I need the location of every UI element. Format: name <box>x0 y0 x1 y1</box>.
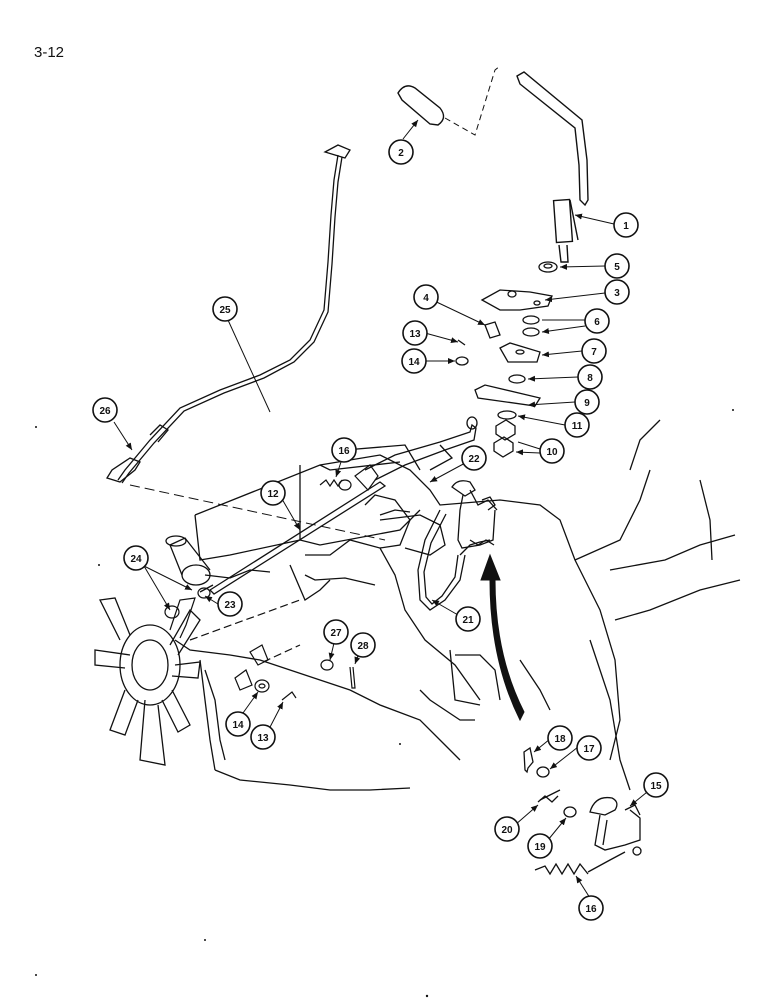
svg-text:18: 18 <box>554 734 566 745</box>
callout-1: 1 <box>613 212 639 238</box>
svg-text:23: 23 <box>224 600 236 611</box>
callout-10: 10 <box>539 438 565 464</box>
svg-text:5: 5 <box>614 262 620 273</box>
callout-5: 5 <box>604 253 630 279</box>
svg-text:22: 22 <box>468 454 480 465</box>
callout-25: 25 <box>212 296 238 322</box>
callout-16-lower: 16 <box>578 895 604 921</box>
callout-6: 6 <box>584 308 610 334</box>
curved-arrow <box>480 553 525 722</box>
callout-11: 11 <box>564 412 590 438</box>
svg-text:14: 14 <box>408 357 420 368</box>
svg-text:26: 26 <box>99 406 111 417</box>
callout-28: 28 <box>350 632 376 658</box>
lower-linkage <box>164 587 356 701</box>
svg-text:13: 13 <box>409 329 421 340</box>
callout-2: 2 <box>388 139 414 165</box>
callouts: 1 2 3 4 5 6 7 8 9 10 11 12 13 14 16 21 2… <box>92 139 669 921</box>
svg-text:12: 12 <box>267 489 279 500</box>
svg-text:16: 16 <box>585 904 597 915</box>
callout-26: 26 <box>92 397 118 423</box>
callout-24: 24 <box>123 545 149 571</box>
callout-13-lower: 13 <box>250 724 276 750</box>
callout-17: 17 <box>576 735 602 761</box>
shift-lever <box>516 71 589 263</box>
lever-hardware-stack <box>455 261 558 458</box>
pedal-assembly-installed <box>451 480 498 556</box>
scan-specks <box>35 409 734 998</box>
svg-text:2: 2 <box>398 148 404 159</box>
callout-23: 23 <box>217 591 243 617</box>
svg-text:9: 9 <box>584 398 590 409</box>
svg-text:16: 16 <box>338 446 350 457</box>
svg-text:27: 27 <box>330 628 342 639</box>
pedal-assembly-exploded <box>523 746 642 876</box>
hose <box>417 509 466 611</box>
svg-text:21: 21 <box>462 615 474 626</box>
fan-assembly <box>94 597 226 766</box>
svg-text:10: 10 <box>546 447 558 458</box>
callout-20: 20 <box>494 816 520 842</box>
callout-9: 9 <box>574 389 600 415</box>
shift-knob <box>397 85 445 126</box>
svg-text:13: 13 <box>257 733 269 744</box>
page-number: 3-12 <box>34 44 65 61</box>
svg-text:17: 17 <box>583 744 595 755</box>
callout-13: 13 <box>402 320 428 346</box>
callout-18: 18 <box>547 725 573 751</box>
callout-3: 3 <box>604 279 630 305</box>
callout-4: 4 <box>413 284 439 310</box>
callout-7: 7 <box>581 338 607 364</box>
svg-text:11: 11 <box>572 421 583 432</box>
svg-text:8: 8 <box>587 373 593 384</box>
svg-text:19: 19 <box>534 842 546 853</box>
callout-21: 21 <box>455 606 481 632</box>
water-outlet <box>165 535 211 586</box>
callout-15: 15 <box>643 772 669 798</box>
throttle-cable <box>106 144 351 484</box>
svg-text:4: 4 <box>423 293 429 304</box>
svg-text:15: 15 <box>650 781 662 792</box>
callout-16: 16 <box>331 437 357 463</box>
svg-text:24: 24 <box>130 554 142 565</box>
callout-14: 14 <box>401 348 427 374</box>
callout-19: 19 <box>527 833 553 859</box>
throttle-spring <box>319 464 379 491</box>
callout-22: 22 <box>461 445 487 471</box>
svg-text:25: 25 <box>219 305 231 316</box>
svg-text:3: 3 <box>614 288 620 299</box>
svg-text:7: 7 <box>591 347 597 358</box>
callout-27: 27 <box>323 619 349 645</box>
linkage-rod <box>364 416 478 481</box>
svg-text:14: 14 <box>232 720 244 731</box>
svg-text:1: 1 <box>623 221 629 232</box>
svg-text:28: 28 <box>357 641 369 652</box>
callout-12: 12 <box>260 480 286 506</box>
callout-14-lower: 14 <box>225 711 251 737</box>
engine-block <box>174 419 741 791</box>
callout-leaders <box>113 119 653 899</box>
callout-8: 8 <box>577 364 603 390</box>
svg-text:6: 6 <box>594 317 600 328</box>
svg-text:20: 20 <box>501 825 513 836</box>
